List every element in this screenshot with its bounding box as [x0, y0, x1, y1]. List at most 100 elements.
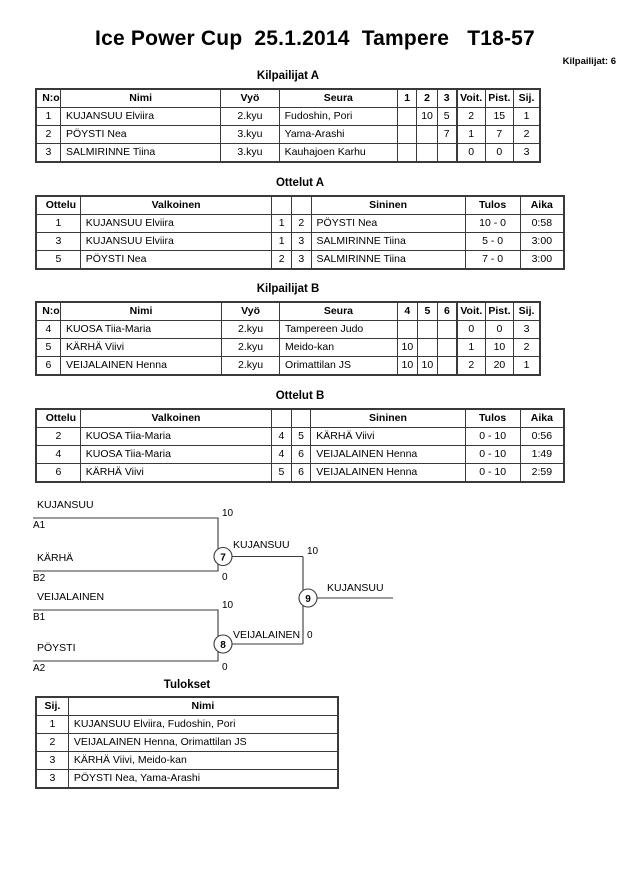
- cell-blue-no: 3: [290, 232, 312, 251]
- bracket-final-top-score: 10: [307, 546, 319, 557]
- cell-match-no: 6: [36, 463, 81, 482]
- cell-no: 3: [36, 143, 61, 162]
- results-caption: Tulokset: [163, 679, 211, 691]
- matches-b-table: Ottelu Valkoinen Sininen Tulos Aika 2 KU…: [35, 408, 565, 483]
- table-row: 2 VEIJALAINEN Henna, Orimattilan JS: [36, 733, 339, 752]
- col-result: Tulos: [464, 409, 521, 428]
- cell-match-no: 1: [36, 214, 81, 233]
- cell-match-5: [416, 320, 438, 339]
- cell-wins: 0: [455, 143, 486, 162]
- table-row: 4 KUOSA Tiia-Maria 2.kyu Tampereen Judo …: [36, 320, 540, 339]
- col-blue-no: [290, 196, 312, 215]
- cell-white: KUOSA Tiia-Maria: [79, 427, 273, 446]
- col-match-1: 1: [396, 89, 418, 108]
- cell-blue: PÖYSTI Nea: [310, 214, 466, 233]
- table-header-row: Sij. Nimi: [36, 697, 339, 716]
- cell-blue: SALMIRINNE Tiina: [310, 232, 466, 251]
- col-white: Valkoinen: [79, 196, 273, 215]
- pool-a-table: N:o Nimi Vyö Seura 1 2 3 Voit. Pist. Sij…: [35, 88, 541, 163]
- cell-match-2: [416, 125, 438, 144]
- matches-a-caption: Ottelut A: [275, 177, 325, 189]
- cell-match-6: [436, 356, 458, 375]
- cell-match-1: [396, 125, 418, 144]
- cell-rank: 3: [513, 320, 540, 339]
- cell-result: 0 - 10: [464, 463, 521, 482]
- cell-white-no: 2: [271, 250, 292, 269]
- cell-rank: 2: [513, 338, 540, 357]
- cell-wins: 2: [455, 107, 486, 126]
- table-row: 2 KUOSA Tiia-Maria 4 5 KÄRHÄ Viivi 0 - 1…: [36, 427, 565, 446]
- cell-belt: 2.kyu: [221, 338, 281, 357]
- table-header-row: N:o Nimi Vyö Seura 1 2 3 Voit. Pist. Sij…: [36, 89, 541, 108]
- cell-match-5: [416, 338, 438, 357]
- col-club: Seura: [278, 89, 398, 108]
- pool-b-caption: Kilpailijat B: [256, 283, 320, 295]
- col-time: Aika: [519, 409, 565, 428]
- cell-white: KUOSA Tiia-Maria: [79, 445, 273, 464]
- table-row: 4 KUOSA Tiia-Maria 4 6 VEIJALAINEN Henna…: [36, 445, 565, 464]
- bracket-final-bottom-score: 0: [307, 630, 313, 641]
- col-time: Aika: [519, 196, 565, 215]
- col-wins: Voit.: [455, 302, 486, 321]
- cell-white-no: 4: [271, 427, 292, 446]
- cell-match-6: [436, 338, 458, 357]
- cell-match-no: 3: [36, 232, 81, 251]
- bracket-sf2-winner: VEIJALAINEN: [233, 629, 300, 641]
- cell-match-3: 7: [436, 125, 458, 144]
- bracket-sf2-bottom-seed: A2: [33, 663, 46, 674]
- cell-wins: 0: [455, 320, 486, 339]
- cell-blue-no: 5: [290, 427, 312, 446]
- cell-time: 0:56: [519, 427, 565, 446]
- col-rank: Sij.: [512, 89, 541, 108]
- cell-match-no: 2: [36, 427, 81, 446]
- cell-name: KUJANSUU Elviira, Fudoshin, Pori: [67, 715, 339, 734]
- table-row: 1 KUJANSUU Elviira 1 2 PÖYSTI Nea 10 - 0…: [36, 214, 565, 233]
- col-no: N:o: [36, 89, 61, 108]
- cell-belt: 2.kyu: [221, 356, 281, 375]
- bracket-sf1-bottom-score: 0: [222, 572, 228, 583]
- cell-white-no: 1: [271, 214, 292, 233]
- cell-name: KÄRHÄ Viivi: [59, 338, 223, 357]
- cell-match-3: 5: [436, 107, 458, 126]
- cell-club: Tampereen Judo: [279, 320, 398, 339]
- cell-match-3: [436, 143, 458, 162]
- col-blue: Sininen: [310, 409, 466, 428]
- cell-blue: SALMIRINNE Tiina: [310, 250, 466, 269]
- col-name: Nimi: [59, 89, 222, 108]
- cell-rank: 1: [512, 107, 541, 126]
- bracket-sf2-bottom-name: PÖYSTI: [37, 642, 76, 654]
- bracket-sf2-top-seed: B1: [33, 612, 46, 623]
- cell-time: 3:00: [519, 250, 565, 269]
- cell-wins: 1: [455, 338, 486, 357]
- col-points: Pist.: [484, 302, 515, 321]
- cell-belt: 2.kyu: [220, 107, 280, 126]
- cell-name: KÄRHÄ Viivi, Meido-kan: [67, 751, 339, 770]
- cell-white-no: 1: [271, 232, 292, 251]
- col-name: Nimi: [67, 697, 339, 716]
- cell-white-no: 5: [271, 463, 292, 482]
- col-match-3: 3: [436, 89, 458, 108]
- table-row: 3 KÄRHÄ Viivi, Meido-kan: [36, 751, 339, 770]
- table-row: 6 VEIJALAINEN Henna 2.kyu Orimattilan JS…: [36, 356, 540, 375]
- cell-match-1: [396, 143, 418, 162]
- table-row: 5 PÖYSTI Nea 2 3 SALMIRINNE Tiina 7 - 0 …: [36, 250, 565, 269]
- col-points: Pist.: [484, 89, 514, 108]
- cell-result: 0 - 10: [464, 445, 521, 464]
- cell-time: 0:58: [519, 214, 565, 233]
- col-white: Valkoinen: [79, 409, 273, 428]
- cell-match-no: 5: [36, 250, 81, 269]
- cell-result: 7 - 0: [464, 250, 521, 269]
- col-white-no: [271, 196, 292, 215]
- table-row: 5 KÄRHÄ Viivi 2.kyu Meido-kan 10 1 10 2: [36, 338, 540, 357]
- cell-rank: 3: [36, 769, 69, 788]
- cell-match-1: [396, 107, 418, 126]
- matches-b-caption: Ottelut B: [275, 390, 325, 402]
- bracket-sf1-bottom-seed: B2: [33, 573, 46, 584]
- cell-result: 0 - 10: [464, 427, 521, 446]
- col-match-2: 2: [416, 89, 438, 108]
- cell-match-4: [396, 320, 418, 339]
- cell-rank: 3: [36, 751, 69, 770]
- cell-white: KÄRHÄ Viivi: [79, 463, 273, 482]
- table-row: 1 KUJANSUU Elviira, Fudoshin, Pori: [36, 715, 339, 734]
- col-blue-no: [290, 409, 312, 428]
